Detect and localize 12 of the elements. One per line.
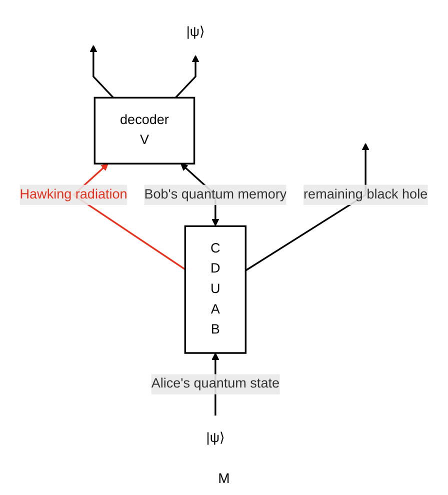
edge-label: remaining black hole bbox=[304, 186, 428, 202]
node-box bbox=[94, 96, 196, 164]
arrow bbox=[90, 44, 114, 98]
node-text: |ψ⟩ bbox=[206, 430, 225, 445]
flow-diagram: |ψ⟩ decoder V Hawking radiation Bob's quantum memory remaining black hole C D U A B Alice's quantum state |ψ⟩ bbox=[13, 2, 435, 468]
edge-label: Bob's quantum memory bbox=[144, 186, 287, 202]
node-box bbox=[184, 224, 247, 354]
node-text: |ψ⟩ bbox=[186, 24, 205, 39]
edge-label: Hawking radiation bbox=[20, 186, 128, 202]
port-label: M bbox=[218, 470, 230, 486]
arrow bbox=[175, 54, 200, 98]
edge-label: Alice's quantum state bbox=[152, 376, 280, 391]
